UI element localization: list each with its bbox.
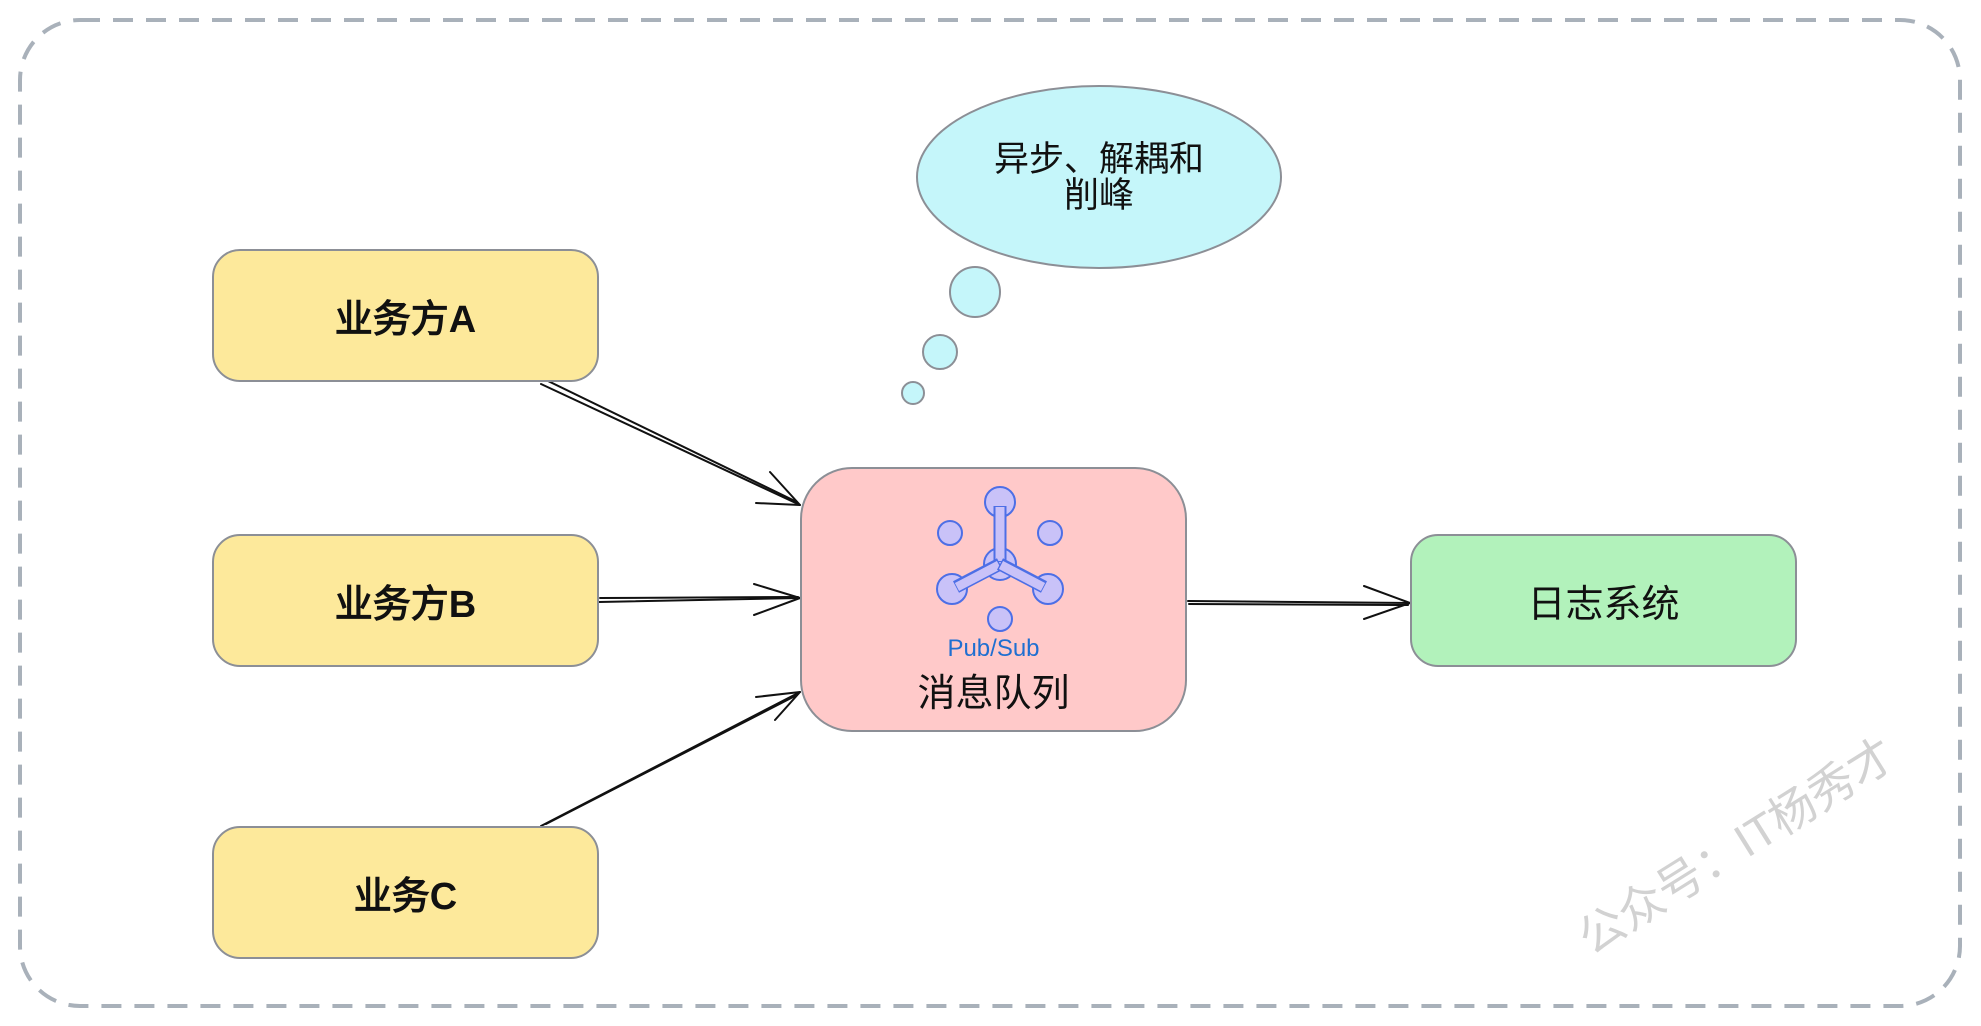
- arrow-queue-to-log-system: [1187, 585, 1411, 620]
- node-log-system: 日志系统: [1410, 534, 1797, 667]
- arrow-producer-c-to-queue: [540, 691, 801, 827]
- thought-dot-large: [949, 266, 1001, 318]
- node-producer-b-label: 业务方B: [334, 584, 477, 626]
- watermark: 公众号：IT杨秀才: [1569, 728, 1904, 964]
- bubble-text-line-1: 异步、解耦和: [994, 140, 1204, 179]
- node-log-system-label: 日志系统: [1527, 584, 1680, 626]
- node-message-queue-label: 消息队列: [917, 673, 1070, 715]
- node-producer-a: 业务方A: [212, 249, 599, 382]
- arrow-producer-a-to-queue: [540, 379, 801, 506]
- thought-bubble: [916, 85, 1282, 269]
- dashed-frame: [18, 18, 1962, 1008]
- node-producer-c: 业务C: [212, 826, 599, 959]
- node-producer-b: 业务方B: [212, 534, 599, 667]
- thought-dot-medium: [922, 334, 958, 370]
- thought-dot-small: [901, 381, 925, 405]
- pub-sub-caption: Pub/Sub: [947, 635, 1040, 662]
- pub-sub-icon: [936, 486, 1064, 632]
- node-message-queue: Pub/Sub 消息队列: [800, 467, 1187, 732]
- node-producer-c-label: 业务C: [353, 876, 458, 918]
- node-producer-a-label: 业务方A: [334, 299, 477, 341]
- bubble-text-line-2: 削峰: [1064, 176, 1134, 215]
- arrow-producer-b-to-queue: [598, 583, 801, 616]
